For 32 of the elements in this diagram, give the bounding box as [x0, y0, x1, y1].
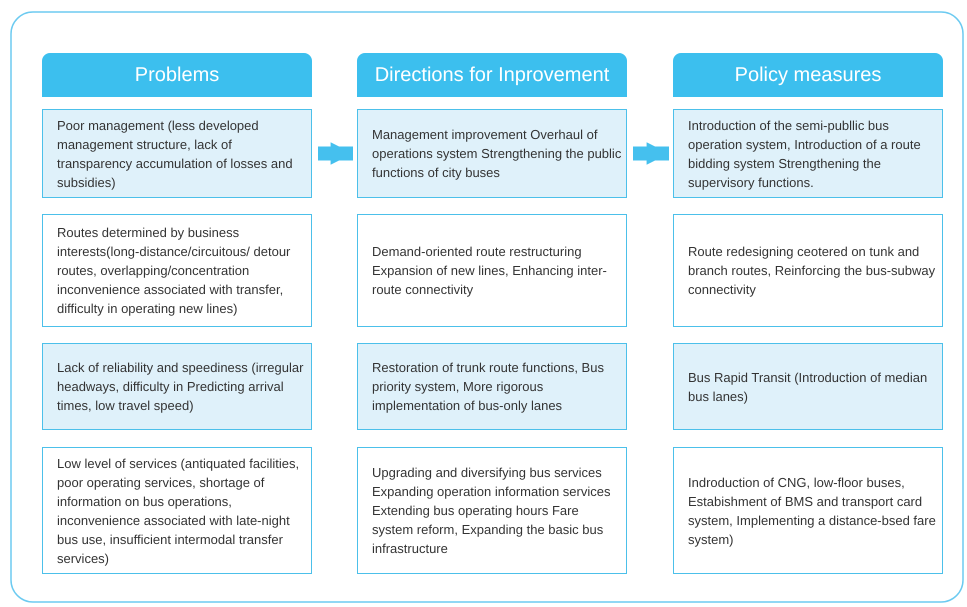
box-text: Route redesigning ceotered on tunk and branch routes, Reinforcing the bus-subway connectivity — [688, 243, 936, 299]
arrow — [633, 142, 669, 165]
text-box — [357, 447, 627, 574]
box-text: Introduction of the semi-publlic bus operation system, Introduction of a route bidding system Strengthening the supervisory functions. — [688, 116, 922, 192]
arrow — [318, 142, 353, 165]
box-text: Lack of reliability and speediness (irregular headways, difficulty in Predicting arrival times, low travel speed) — [57, 359, 304, 415]
text-box — [42, 447, 312, 574]
header-text: Policy measures — [734, 64, 882, 86]
box-text: Low level of services (antiquated facilities, poor operating services, shortage of information on bus operations, inconvenience associated with late-night bus use, insufficient intermodal transfer services) — [57, 454, 300, 568]
column-header — [42, 53, 312, 97]
text-box — [357, 343, 627, 430]
text-box — [42, 343, 312, 430]
text-box — [42, 214, 312, 327]
box-text: Management improvement Overhaul of operations system Strengthening the public functions of city buses — [372, 126, 622, 182]
header-text: Directions for Inprovement — [374, 64, 610, 86]
column-header — [357, 53, 627, 97]
text-box — [357, 109, 627, 198]
text-box — [673, 214, 943, 327]
column-header — [673, 53, 943, 97]
box-text: Routes determined by business interests(long-distance/circuitous/ detour routes, overlapping/concentration inconvenience associated with transfer, difficulty in operating new lines) — [57, 224, 292, 318]
header-text: Problems — [134, 64, 220, 86]
box-text: Restoration of trunk route functions, Bus priority system, More rigorous implementation of bus-only lanes — [372, 359, 605, 415]
box-text: Indroduction of CNG, low-floor buses, Estabishment of BMS and transport card system, Implementing a distance-bsed fare system) — [688, 474, 937, 548]
box-text: Demand-oriented route restructuring Expansion of new lines, Enhancing inter-route connectivity — [372, 243, 608, 299]
box-text: Poor management (less developed management structure, lack of transparency accumulation of losses and subsidies) — [57, 116, 294, 192]
box-text: Upgrading and diversifying bus services Expanding operation information services Extending bus operating hours Fare system reform, Expanding the basic bus infrastructure — [372, 464, 612, 558]
text-box — [673, 447, 943, 574]
text-box — [673, 343, 943, 430]
text-box — [42, 109, 312, 198]
text-box — [673, 109, 943, 198]
box-text: Bus Rapid Transit (Introduction of median bus lanes) — [688, 368, 928, 406]
text-box — [357, 214, 627, 327]
